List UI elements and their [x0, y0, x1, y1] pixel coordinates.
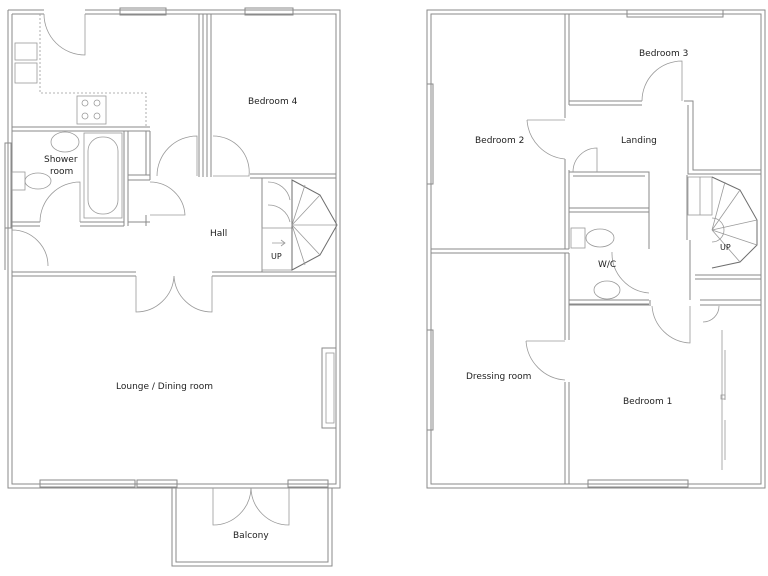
room-label-dressing: Dressing room: [466, 372, 531, 382]
stairs-up-label-first: UP: [720, 243, 731, 252]
room-label-hall: Hall: [210, 229, 227, 239]
room-label-bedroom2: Bedroom 2: [475, 136, 524, 146]
room-label-landing: Landing: [621, 136, 657, 146]
room-label-shower-line2: room: [50, 167, 73, 177]
stairs-up-label-ground: UP: [271, 252, 282, 261]
room-label-balcony: Balcony: [233, 531, 269, 541]
room-label-wc: W/C: [598, 260, 616, 270]
room-label-shower-line1: Shower: [44, 155, 78, 165]
room-label-bedroom4: Bedroom 4: [248, 97, 298, 107]
room-label-lounge: Lounge / Dining room: [116, 382, 213, 392]
room-label-bedroom1: Bedroom 1: [623, 397, 672, 407]
first-floor-plan: [426, 9, 766, 489]
room-label-bedroom3: Bedroom 3: [639, 49, 688, 59]
ground-floor-plan: [4, 7, 341, 567]
